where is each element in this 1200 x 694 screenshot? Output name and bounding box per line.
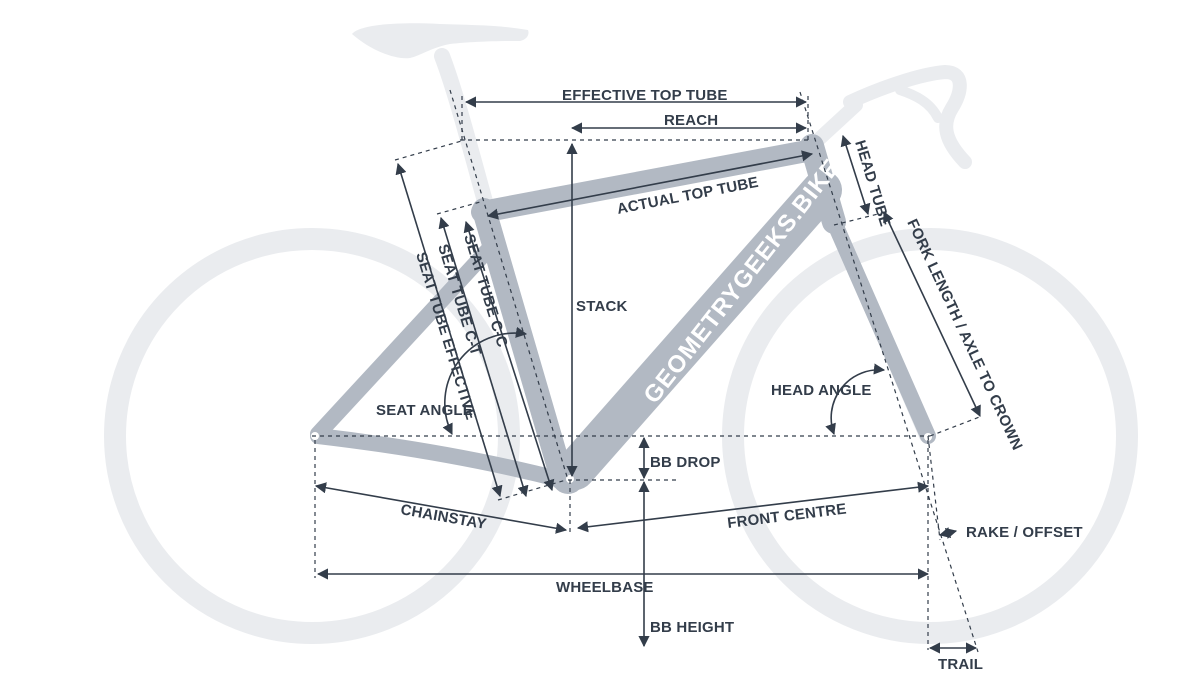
chain-stay [310,428,570,488]
label-effective-top-tube: EFFECTIVE TOP TUBE [562,87,728,104]
rake-tick [927,435,941,541]
label-seat-angle: SEAT ANGLE [376,402,473,419]
fork-top-tick [833,211,887,226]
down-tube [555,170,842,490]
head-angle-arc [825,363,886,436]
dimension-lines [314,96,981,654]
label-wheelbase: WHEELBASE [556,579,654,596]
dim-chainstay [314,482,568,534]
ghost-parts [104,23,1138,644]
dim-front-centre [576,481,930,533]
label-stack: STACK [576,298,628,315]
fork-bottom-tick [929,415,983,437]
brake-hood [895,85,943,123]
saddle [352,23,529,59]
label-rake-offset: RAKE / OFFSET [966,524,1083,541]
frame: GEOMETRYGEEKS.BIKE [310,134,936,494]
seat-effective-top [394,139,466,161]
label-trail: TRAIL [938,656,983,673]
label-reach: REACH [664,112,718,129]
steer-axis-extension [799,91,979,653]
dim-head-tube [840,134,871,216]
handlebar-drop [843,64,972,169]
label-head-angle: HEAD ANGLE [771,382,872,399]
seatpost [434,48,494,213]
label-bb-height: BB HEIGHT [650,619,734,636]
label-chainstay: CHAINSTAY [399,501,487,533]
seat-angle-arc [442,326,528,436]
dim-actual-top-tube [486,150,814,220]
stem [811,98,863,147]
dim-fork-length [883,210,981,418]
label-bb-drop: BB DROP [650,454,721,471]
dim-rake [938,527,958,539]
